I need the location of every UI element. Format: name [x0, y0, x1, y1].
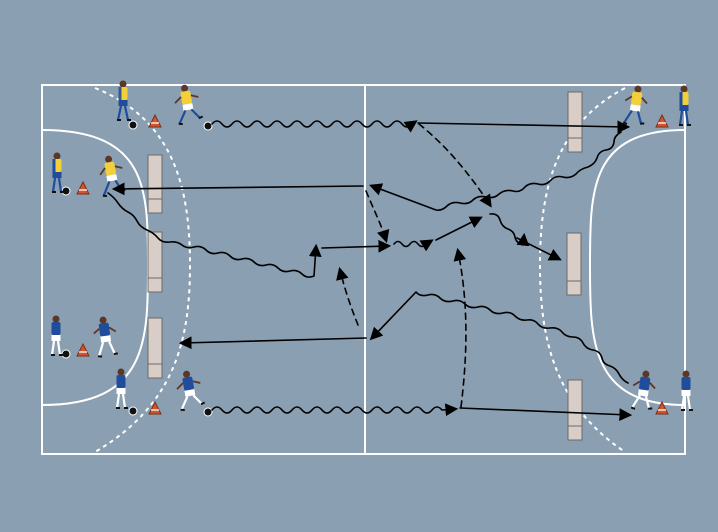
mannequin-icon — [568, 92, 582, 152]
mannequin-icon — [148, 232, 162, 292]
ball-icon — [204, 122, 212, 130]
ball-icon — [62, 350, 70, 358]
mannequin-icon — [568, 380, 582, 440]
ball-icon — [129, 407, 137, 415]
ball-icon — [129, 121, 137, 129]
mannequin-icon — [148, 318, 162, 378]
mannequin-icon — [148, 155, 162, 213]
mannequin-icon — [567, 233, 581, 295]
ball-icon — [204, 408, 212, 416]
